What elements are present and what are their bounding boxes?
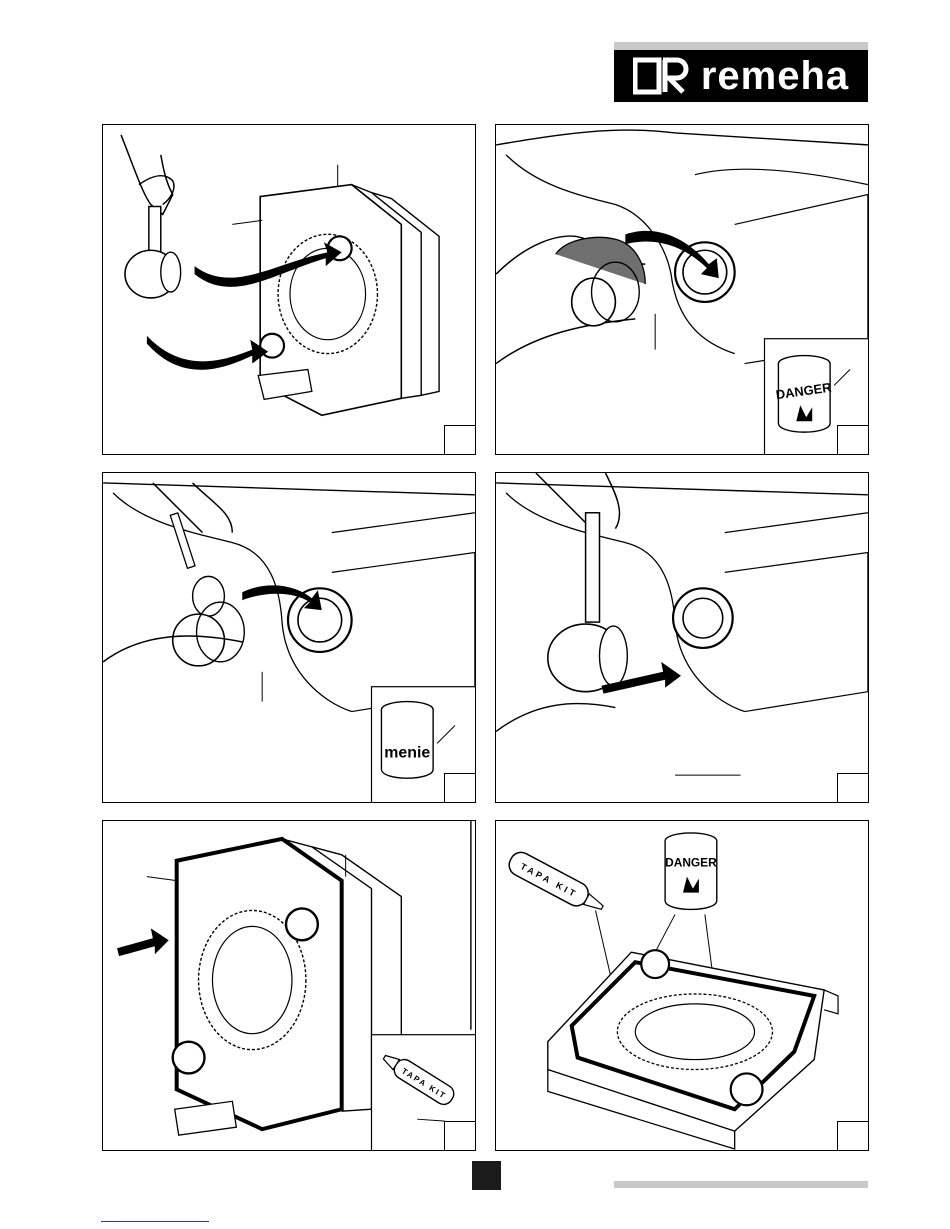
- header-grey-bar: [614, 42, 868, 50]
- panel-4-illustration: [496, 473, 868, 802]
- panel-6-can-label: DANGER: [665, 856, 717, 870]
- brand-banner: remeha: [614, 50, 868, 102]
- panel-6: TAPA KIT DANGER: [495, 820, 869, 1151]
- panel-5: TAPA KIT: [102, 820, 476, 1151]
- panel-4: [495, 472, 869, 803]
- footer-grey-bar: [614, 1181, 868, 1188]
- panel-4-number-box: [837, 773, 869, 803]
- panel-2: DANGER: [495, 124, 869, 455]
- panel-6-illustration: TAPA KIT DANGER: [496, 821, 868, 1150]
- panel-5-illustration: TAPA KIT: [103, 821, 475, 1150]
- panel-3-number-box: [444, 773, 476, 803]
- panel-6-number-box: [837, 1121, 869, 1151]
- brand-name: remeha: [701, 56, 849, 96]
- panel-1-number-box: [444, 425, 476, 455]
- panel-1: [102, 124, 476, 455]
- panel-3: menie: [102, 472, 476, 803]
- panel-2-illustration: DANGER: [496, 125, 868, 454]
- footer-link-underline[interactable]: [101, 1221, 209, 1222]
- panel-1-illustration: [103, 125, 475, 454]
- panel-2-number-box: [837, 425, 869, 455]
- panel-3-illustration: menie: [103, 473, 475, 802]
- remeha-logo-icon: [633, 57, 689, 95]
- panel-3-can-label: menie: [384, 744, 430, 761]
- panel-5-number-box: [444, 1121, 476, 1151]
- page-number-marker: [472, 1161, 501, 1190]
